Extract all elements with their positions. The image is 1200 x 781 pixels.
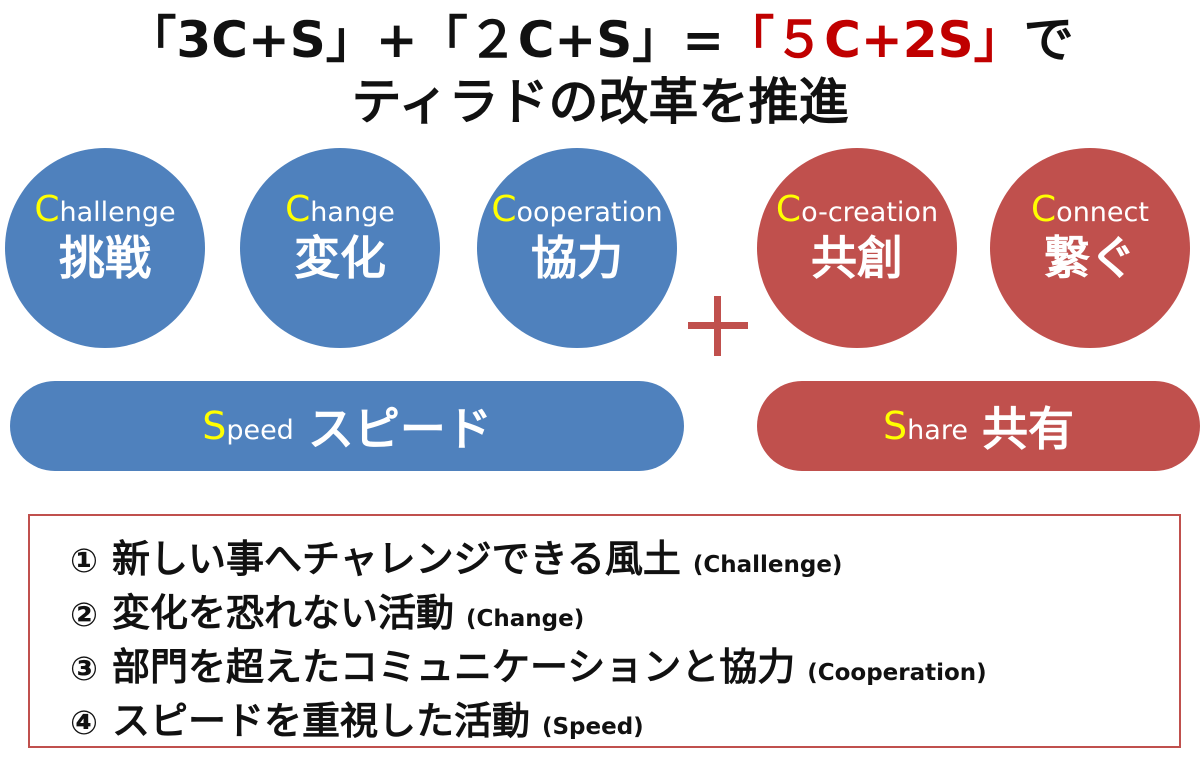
title-suffix: で	[1023, 11, 1074, 69]
circle-en-label: Challenge	[34, 188, 176, 230]
circle-jp-label: 挑戦	[59, 230, 151, 285]
title-prefix: 「3C+S」+「２C+S」=	[126, 11, 725, 69]
title-line-2: ティラドの改革を推進	[351, 73, 849, 131]
bar-en-label: Share	[883, 404, 968, 448]
share-bar: Share 共有	[757, 381, 1200, 471]
bar-en-label: Speed	[202, 404, 294, 448]
circle-co-creation: Co-creation 共創	[757, 148, 957, 348]
circle-en-label: Connect	[1031, 188, 1149, 230]
circle-jp-label: 繋ぐ	[1044, 230, 1136, 285]
circle-en-label: Co-creation	[775, 188, 939, 230]
bar-jp-label: 共有	[981, 402, 1074, 456]
plus-icon	[688, 296, 748, 356]
bar-jp-label: スピード	[307, 402, 492, 456]
circle-challenge: Challenge 挑戦	[5, 148, 205, 348]
speed-bar: Speed スピード	[10, 381, 684, 471]
circle-jp-label: 変化	[294, 230, 386, 285]
title-accent: 「５C+2S」	[724, 11, 1024, 69]
circle-en-label: Change	[285, 188, 395, 230]
circle-connect: Connect 繋ぐ	[990, 148, 1190, 348]
circle-jp-label: 共創	[811, 230, 903, 285]
title-line-1: 「3C+S」+「２C+S」=「５C+2S」で	[0, 8, 1200, 72]
circle-change: Change 変化	[240, 148, 440, 348]
circle-jp-label: 協力	[531, 230, 623, 285]
circle-cooperation: Cooperation 協力	[477, 148, 677, 348]
circle-en-label: Cooperation	[491, 188, 663, 230]
